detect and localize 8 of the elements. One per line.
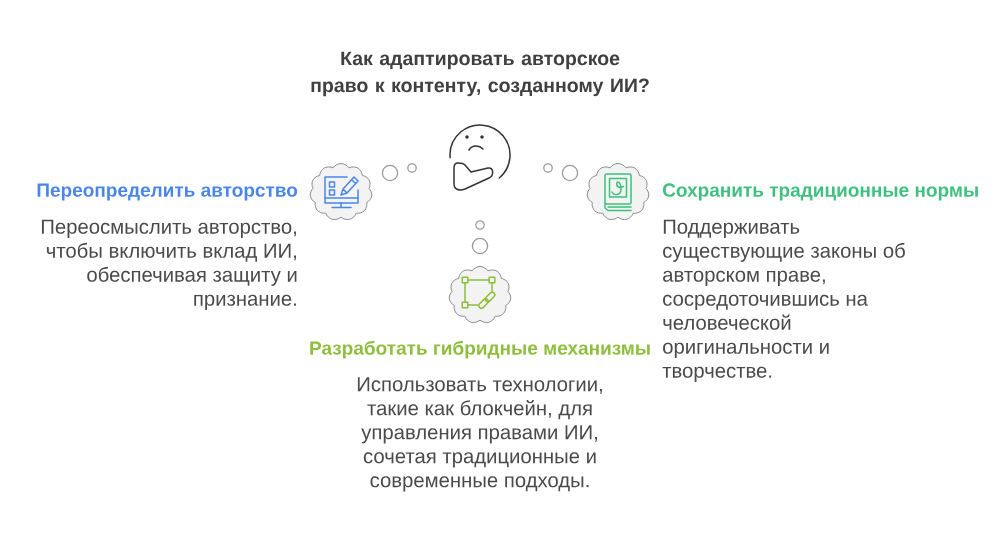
description: Переосмыслить авторство, чтобы включить вклад ИИ, обеспечивая защиту и признание. <box>41 219 297 310</box>
thinking-face <box>449 124 511 191</box>
description: Поддерживать существующие законы об авторском праве, сосредоточившись на человеческой оригинальности и творчестве. <box>662 219 905 382</box>
heading: Переопределить авторство <box>37 183 298 201</box>
heading: Сохранить традиционные нормы <box>663 183 978 201</box>
title: Как адаптировать авторское право к контенту, созданному ИИ? <box>311 51 649 97</box>
heading: Разработать гибридные механизмы <box>310 340 650 359</box>
description: Использовать технологии, такие как блокчейн, для управления правами ИИ, сочетая традиционные и современные подходы. <box>357 377 602 492</box>
